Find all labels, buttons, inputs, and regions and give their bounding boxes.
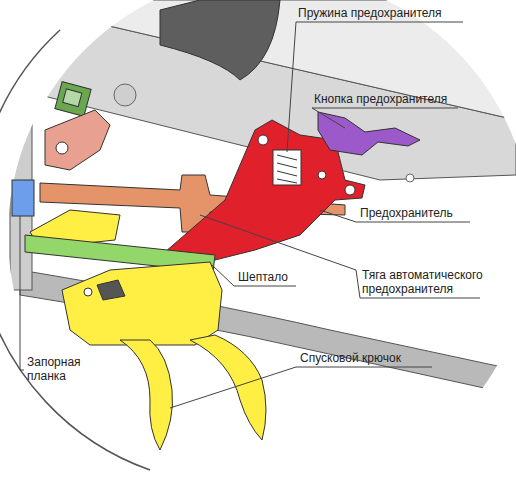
part-label: Пружина предохранителя (298, 6, 468, 20)
part-label: Предохранитель (360, 206, 480, 220)
part-label: Кнопка предохранителя (314, 92, 464, 106)
part-label: Спусковой крючок (300, 351, 440, 365)
part-label: Шептало (238, 270, 308, 284)
part-label: Тяга автоматического предохранителя (362, 268, 502, 296)
part-label: Запорная планка (27, 355, 97, 383)
